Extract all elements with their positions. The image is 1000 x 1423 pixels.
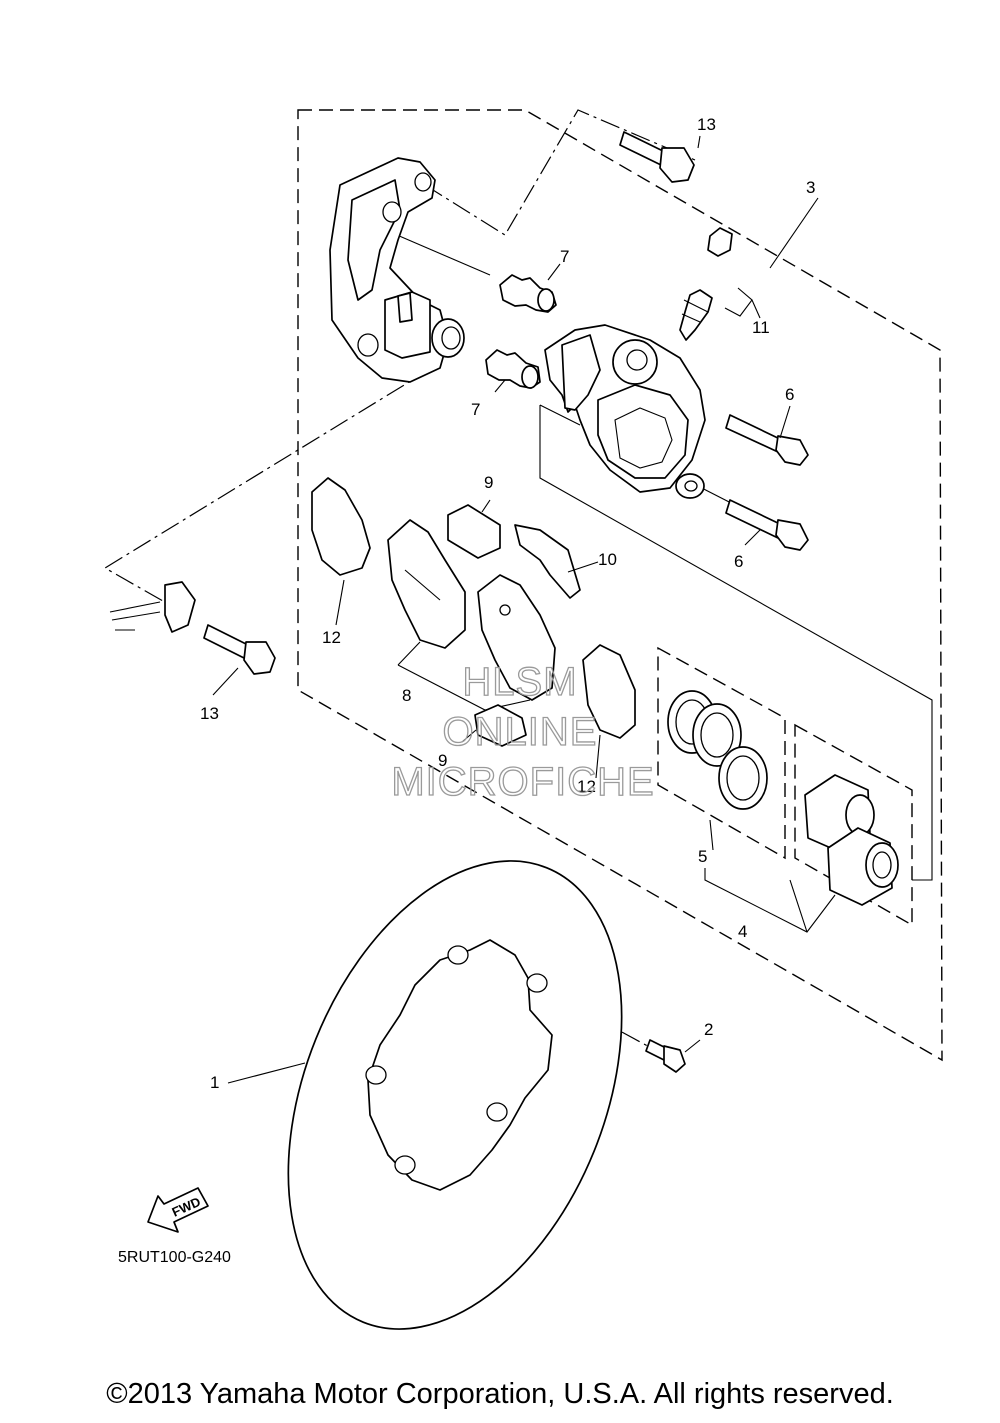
callout-10: 10 xyxy=(598,550,617,569)
pad-spring-lower xyxy=(474,704,527,747)
caliper-body xyxy=(544,324,706,499)
caliper-bolt-lower xyxy=(725,499,809,551)
callout-3: 3 xyxy=(806,178,815,197)
brake-pad-outer xyxy=(387,519,466,649)
caliper-bolt-upper xyxy=(725,414,809,466)
callout-7-upper: 7 xyxy=(560,247,569,266)
disc-bolt xyxy=(645,1039,686,1073)
pad-support xyxy=(514,524,581,599)
piston-seal-group-boundary xyxy=(657,646,786,860)
bracket-bolt-upper xyxy=(619,131,695,183)
pin-boot-upper xyxy=(499,274,557,313)
fwd-arrow-icon: FWD xyxy=(147,1187,209,1233)
caliper-pistons xyxy=(804,774,899,906)
pad-spring-upper xyxy=(447,504,501,559)
pin-boot-lower xyxy=(485,349,541,389)
callout-13-upper: 13 xyxy=(697,115,716,134)
caliper-leader-box xyxy=(539,404,933,881)
callout-7-lower: 7 xyxy=(471,400,480,419)
brake-pad-inner xyxy=(477,574,556,701)
caliper-assembly-boundary xyxy=(297,109,943,1062)
callout-4: 4 xyxy=(738,922,747,941)
caliper-bracket xyxy=(329,157,465,383)
copyright-notice: ©2013 Yamaha Motor Corporation, U.S.A. A… xyxy=(106,1378,894,1410)
pad-retaining-clip xyxy=(109,581,196,633)
brake-disc xyxy=(287,860,623,1330)
callout-11: 11 xyxy=(752,318,770,337)
callout-2: 2 xyxy=(704,1020,713,1039)
pad-shim-left xyxy=(311,477,371,576)
callout-9-upper: 9 xyxy=(484,473,493,492)
piston-seal-kit xyxy=(667,690,768,810)
callout-9-lower: 9 xyxy=(438,751,447,770)
bleed-screw xyxy=(679,227,733,341)
front-brake-caliper-diagram: 13 3 7 11 6 7 9 10 6 12 8 13 9 12 5 4 2 … xyxy=(103,109,943,1330)
center-line-upper xyxy=(424,109,696,236)
callout-6-upper: 6 xyxy=(785,385,794,404)
watermark-line-1: HLSM xyxy=(462,660,577,704)
watermark-line-2: ONLINE xyxy=(443,710,598,754)
callout-5: 5 xyxy=(698,847,707,866)
callout-12-left: 12 xyxy=(322,628,341,647)
callout-8: 8 xyxy=(402,686,411,705)
callout-13-lower: 13 xyxy=(200,704,219,723)
watermark-line-3: MICROFICHE xyxy=(391,760,654,804)
center-line-mid xyxy=(389,231,491,276)
callout-6-lower: 6 xyxy=(734,552,743,571)
callout-1: 1 xyxy=(210,1073,219,1092)
diagram-code: 5RUT100-G240 xyxy=(118,1249,231,1266)
bracket-bolt-lower xyxy=(203,624,276,675)
pad-shim-right xyxy=(582,644,636,739)
leader-lines xyxy=(212,135,836,1084)
callout-12-right: 12 xyxy=(577,777,596,796)
piston-group-boundary xyxy=(794,723,913,927)
center-line-lower xyxy=(103,367,433,606)
